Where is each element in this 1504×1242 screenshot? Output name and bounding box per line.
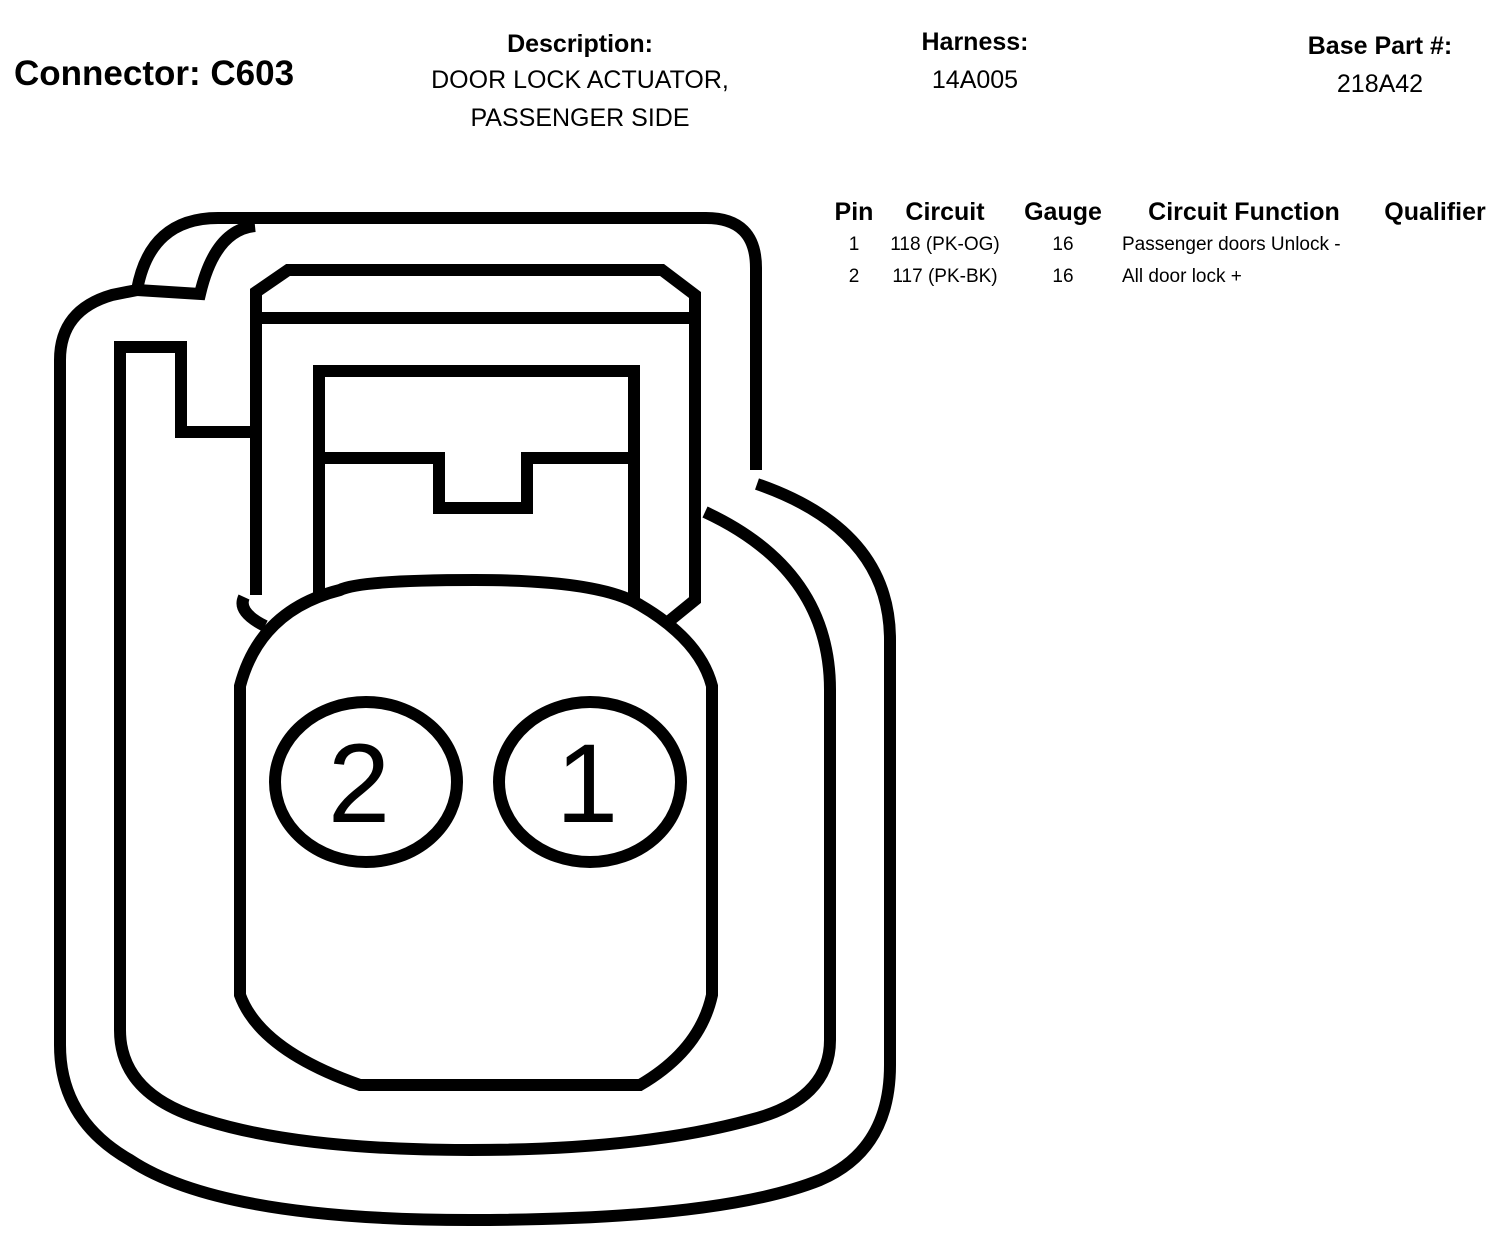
terminal-insert-outline — [234, 573, 718, 1091]
pin-cavity-2 — [269, 696, 463, 868]
cell-pin: 2 — [848, 266, 860, 287]
cell-circuit: 118 (PK-OG) — [890, 234, 1000, 255]
table-header-row: Pin Circuit Gauge Circuit Function Quali… — [826, 195, 1500, 229]
column-header-pin: Pin — [834, 197, 874, 226]
outer-housing-outline — [54, 212, 896, 1227]
base-part-block: Base Part #: 218A42 — [1280, 32, 1480, 101]
latch-notch-outline — [319, 452, 634, 514]
cell-pin: 1 — [848, 234, 860, 255]
pin-cavity-1 — [493, 696, 687, 868]
cell-gauge: 16 — [1052, 266, 1074, 287]
base-part-value: 218A42 — [1336, 70, 1424, 98]
cell-qualifier — [1370, 261, 1500, 293]
column-header-gauge: Gauge — [1024, 197, 1102, 226]
pin-1-label: 1 — [556, 721, 618, 846]
pin-2-label: 2 — [328, 721, 390, 846]
connector-title: Connector: C603 — [14, 54, 295, 93]
description-block: Description: DOOR LOCK ACTUATOR, PASSENG… — [400, 30, 760, 135]
base-part-label: Base Part #: — [1307, 32, 1453, 60]
harness-label: Harness: — [921, 28, 1029, 56]
cell-gauge: 16 — [1052, 234, 1074, 255]
description-label: Description: — [507, 30, 653, 58]
cell-circuit: 117 (PK-BK) — [892, 266, 998, 287]
cell-circuit-function: All door lock + — [1122, 266, 1242, 287]
latch-hook-outline — [236, 594, 268, 632]
pin-table: Pin Circuit Gauge Circuit Function Quali… — [826, 195, 1500, 293]
table-row: 2 117 (PK-BK) 16 All door lock + — [826, 261, 1500, 293]
column-header-circuit-function: Circuit Function — [1148, 197, 1340, 226]
description-line-2: PASSENGER SIDE — [470, 104, 690, 132]
column-header-circuit: Circuit — [905, 197, 985, 226]
cell-circuit-function: Passenger doors Unlock - — [1122, 234, 1341, 255]
harness-block: Harness: 14A005 — [875, 28, 1075, 97]
table-row: 1 118 (PK-OG) 16 Passenger doors Unlock … — [826, 229, 1500, 261]
column-header-qualifier: Qualifier — [1384, 197, 1486, 226]
inner-housing-outline — [114, 341, 836, 1157]
cell-qualifier — [1370, 229, 1500, 261]
latch-frame-outline — [250, 264, 701, 627]
harness-value: 14A005 — [931, 66, 1019, 94]
top-tab-outline — [136, 220, 256, 301]
latch-inner-outline — [313, 365, 640, 600]
description-line-1: DOOR LOCK ACTUATOR, — [431, 66, 729, 94]
